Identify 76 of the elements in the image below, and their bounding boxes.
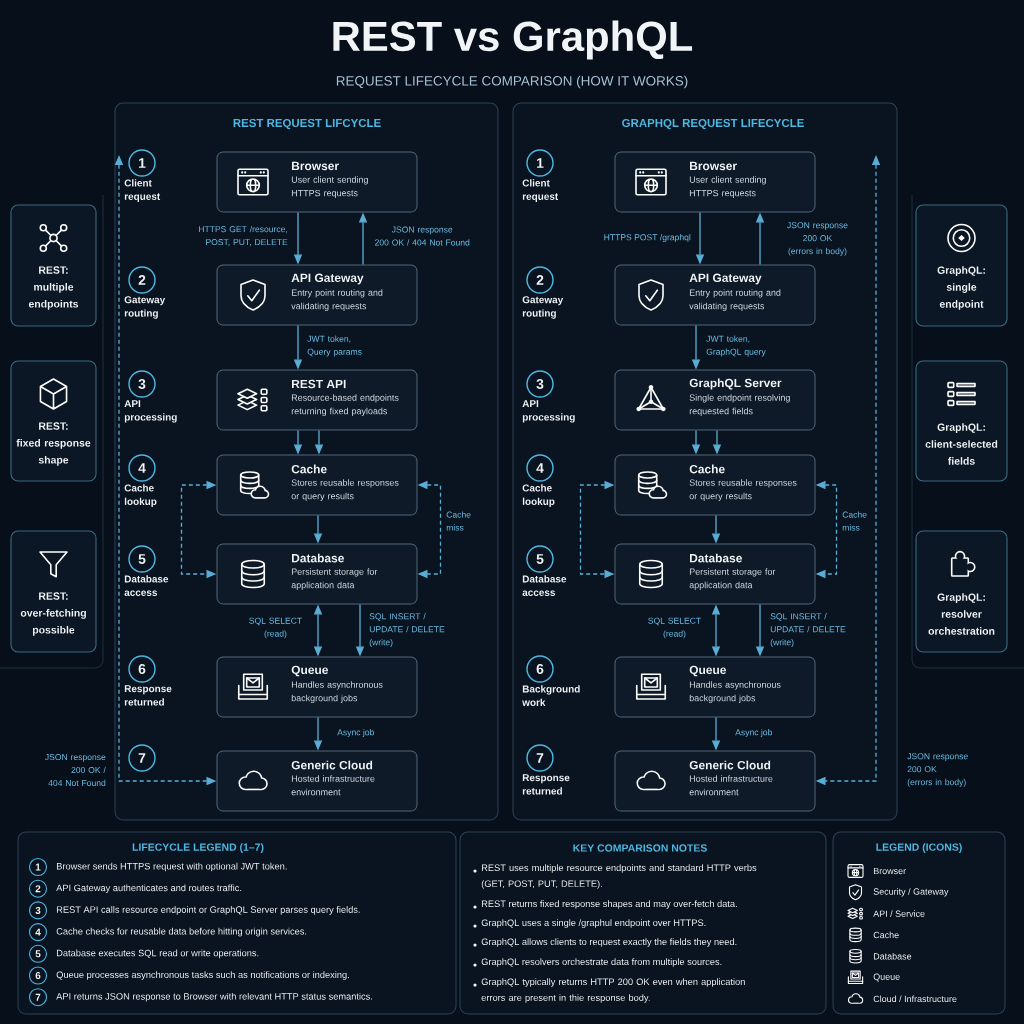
edge-label: JWT token, Query params — [307, 335, 362, 357]
edge-label: SQL INSERT / UPDATE / DELETE (write) — [770, 613, 846, 647]
feature-card: GraphQL: client-selected fields — [915, 360, 1008, 482]
step-label: Cache lookup — [124, 484, 157, 507]
step-description: Browser sends HTTPS request with optional JWT token. — [56, 862, 287, 872]
step-label: Response returned — [124, 685, 172, 706]
edge-label: JWT token, GraphQL query — [706, 335, 766, 357]
subtitle: REQUEST LIFECYCLE COMPARISON (HOW IT WORKS) — [336, 75, 688, 89]
step-description: API Gateway authenticates and routes traffic. — [56, 884, 242, 894]
edge-label: Async job — [735, 729, 772, 737]
bullet-text: REST returns fixed response shapes and may over-fetch data. — [481, 900, 737, 909]
step-label: Client request — [522, 179, 559, 202]
component-box: Cache Stores reusable responses or query results — [216, 454, 418, 516]
legend-text: Cloud / Infrastructure — [873, 995, 957, 1003]
bullet-text: GraphQL uses a single /graphul endpoint over HTTPS. — [481, 919, 706, 928]
step-description: Cache checks for reusable data before hitting origin services. — [56, 927, 307, 937]
legend-text: Cache — [873, 931, 899, 939]
component-box: API Gateway Entry point routing and validating requests — [216, 264, 418, 326]
edge-label: JSON response 200 OK (errors in body) — [907, 753, 968, 787]
component-box: Queue Handles asynchronous background jobs — [216, 656, 418, 718]
legend-text: Browser — [873, 867, 906, 875]
component-box: Database Persistent storage for application data — [614, 543, 816, 605]
step-description: Queue processes asynchronous tasks such as notifications or indexing. — [56, 971, 349, 980]
legend-text: API / Service — [873, 910, 925, 917]
legend-text: Security / Gateway — [873, 888, 949, 897]
component-box: Queue Handles asynchronous background jobs — [614, 656, 816, 718]
bullet-text: GraphQL resolvers orchestrate data from multiple sources. — [481, 958, 722, 967]
step-label: Gateway routing — [124, 296, 166, 319]
feature-card: REST: fixed response shape — [10, 360, 97, 482]
edge-label: JSON response 200 OK (errors in body) — [787, 222, 848, 256]
panel-heading: REST REQUEST LIFCYCLE — [233, 118, 381, 130]
edge-label: JSON response 200 OK / 404 Not Found — [45, 754, 106, 786]
step-label: Database access — [124, 575, 169, 596]
panel-heading: LEGEND (ICONS) — [876, 843, 962, 853]
step-label: Database access — [522, 575, 567, 596]
legend-text: Database — [873, 952, 912, 960]
component-box: Generic Cloud Hosted infrastructure environment — [614, 750, 816, 812]
component-box: Database Persistent storage for application data — [216, 543, 418, 605]
step-description: API returns JSON response to Browser with relevant HTTP status semantics. — [56, 992, 372, 1002]
bullet-text: REST uses multiple resource endpoints and standard HTTP verbs (GET, POST, PUT, DELETE). — [481, 864, 757, 889]
component-box: Generic Cloud Hosted infrastructure environment — [216, 750, 418, 812]
step-label: Client request — [124, 179, 161, 202]
edge-label: Async job — [337, 729, 374, 737]
legend-text: Queue — [873, 973, 900, 982]
step-label: Cache lookup — [522, 484, 555, 507]
feature-card: REST: over-fetching possible — [10, 530, 97, 653]
step-label: Response returned — [522, 774, 570, 795]
panel-heading: KEY COMPARISON NOTES — [573, 844, 707, 852]
bullet-text: GraphQL allows clients to request exactly the fields they need. — [481, 938, 737, 947]
edge-label: Cache miss — [446, 511, 471, 531]
step-label: API processing — [522, 400, 575, 423]
edge-label: Cache miss — [842, 511, 867, 531]
step-label: API processing — [124, 400, 177, 423]
feature-card: GraphQL: single endpoint — [915, 204, 1008, 327]
feature-card: REST: multiple endpoints — [10, 204, 97, 327]
component-box: Cache Stores reusable responses or query results — [614, 454, 816, 516]
component-box: GraphQL Server Single endpoint resolving requested fields — [614, 369, 816, 431]
title: REST vs GraphQL — [333, 20, 693, 60]
edge-label: JSON response 200 OK / 404 Not Found — [375, 226, 470, 246]
edge-label: HTTPS GET /resource, POST, PUT, DELETE — [199, 225, 288, 247]
step-description: REST API calls resource endpoint or GraphQL Server parses query fields. — [56, 906, 360, 915]
component-box: Browser User client sending HTTPS requests — [614, 151, 816, 213]
component-box: Browser User client sending HTTPS requests — [216, 151, 418, 213]
edge-label: SQL SELECT (read) — [648, 617, 701, 639]
component-box: API Gateway Entry point routing and validating requests — [614, 264, 816, 326]
edge-label: HTTPS POST /graphql — [604, 234, 691, 242]
edge-label: SQL INSERT / UPDATE / DELETE (write) — [369, 613, 445, 647]
step-label: Background work — [522, 685, 580, 706]
step-description: Database executes SQL read or write operations. — [56, 949, 259, 959]
panel-heading: GRAPHQL REQUEST LIFECYCLE — [622, 118, 804, 130]
edge-label: SQL SELECT (read) — [249, 617, 302, 639]
bullet-text: GraphQL typically returns HTTP 200 OK even when application errors are present in thie response body. — [481, 978, 745, 1003]
feature-card: GraphQL: resolver orchestration — [915, 530, 1008, 653]
panel-heading: LIFECYCLE LEGEND (1–7) — [132, 843, 264, 853]
component-box: REST API Resource-based endpoints returning fixed payloads — [216, 369, 418, 431]
step-label: Gateway routing — [522, 296, 564, 319]
